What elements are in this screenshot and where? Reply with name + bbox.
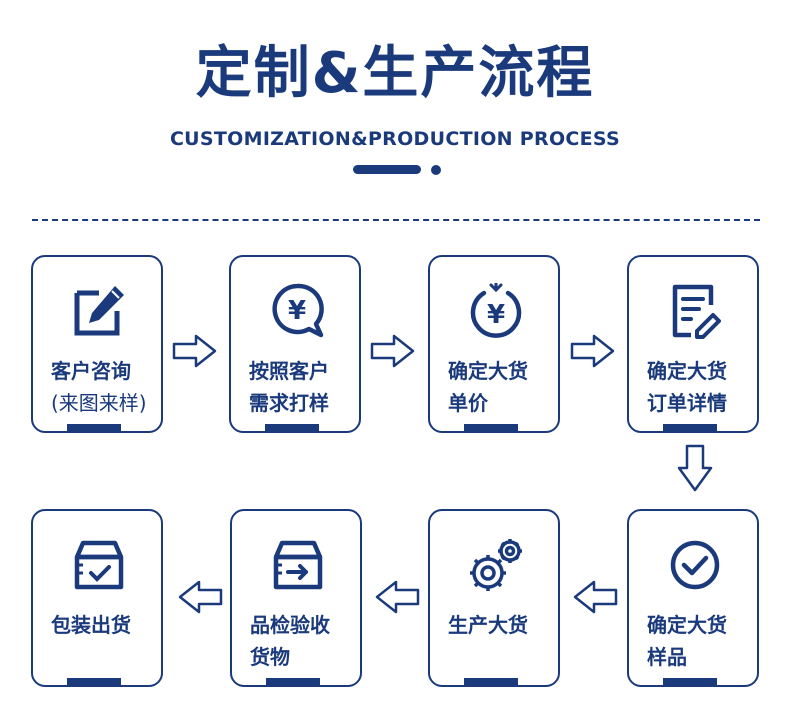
yen-chat-icon: ¥ — [272, 283, 324, 338]
arrow-left-icon — [573, 580, 618, 614]
card-underbar — [67, 678, 121, 687]
svg-text:¥: ¥ — [487, 300, 505, 330]
card-underbar — [464, 678, 518, 687]
svg-text:¥: ¥ — [288, 296, 306, 326]
check-circle-icon — [670, 540, 720, 590]
step-card-sample-confirm: 确定大货 样品 — [627, 509, 759, 687]
step-card-shipping: 包装出货 — [31, 509, 163, 687]
card-underbar — [464, 424, 518, 433]
inspection-box-icon — [273, 540, 323, 590]
step-label: 按照客户 需求打样 — [249, 359, 329, 415]
title-decoration-bar — [353, 165, 421, 174]
arrow-left-icon — [375, 580, 420, 614]
edit-icon — [74, 286, 124, 336]
arrow-down-icon — [677, 444, 713, 492]
card-underbar — [663, 424, 717, 433]
card-underbar — [67, 424, 121, 433]
page-title: 定制&生产流程 — [195, 41, 595, 106]
page-subtitle: CUSTOMIZATION&PRODUCTION PROCESS — [169, 128, 621, 150]
arrow-left-icon — [178, 580, 223, 614]
arrow-right-icon — [172, 334, 217, 368]
step-card-inspection: 品检验收 货物 — [230, 509, 362, 687]
step-label: 品检验收 货物 — [250, 613, 330, 669]
step-label: 包装出货 — [51, 613, 131, 637]
step-card-order-details: 确定大货 订单详情 — [627, 255, 759, 433]
card-underbar — [266, 678, 320, 687]
package-icon — [74, 540, 124, 590]
card-underbar — [265, 424, 319, 433]
arrow-right-icon — [570, 334, 615, 368]
order-form-icon — [672, 284, 721, 339]
step-card-pricing: ¥ 确定大货 单价 — [428, 255, 560, 433]
step-label: 确定大货 样品 — [647, 613, 727, 669]
yen-coin-icon: ¥ — [470, 283, 522, 338]
step-label: 确定大货 单价 — [448, 359, 528, 415]
gears-icon — [470, 539, 522, 591]
arrow-right-icon — [370, 334, 415, 368]
step-card-consultation: 客户咨询 (来图来样) — [31, 255, 163, 433]
step-label: 确定大货 订单详情 — [647, 359, 727, 415]
step-card-production: 生产大货 — [428, 509, 560, 687]
dashed-divider — [32, 219, 760, 221]
card-underbar — [663, 678, 717, 687]
step-card-sampling: ¥ 按照客户 需求打样 — [229, 255, 361, 433]
title-decoration-dot — [431, 165, 441, 175]
step-label: 客户咨询 (来图来样) — [51, 359, 147, 415]
step-label: 生产大货 — [448, 613, 528, 637]
